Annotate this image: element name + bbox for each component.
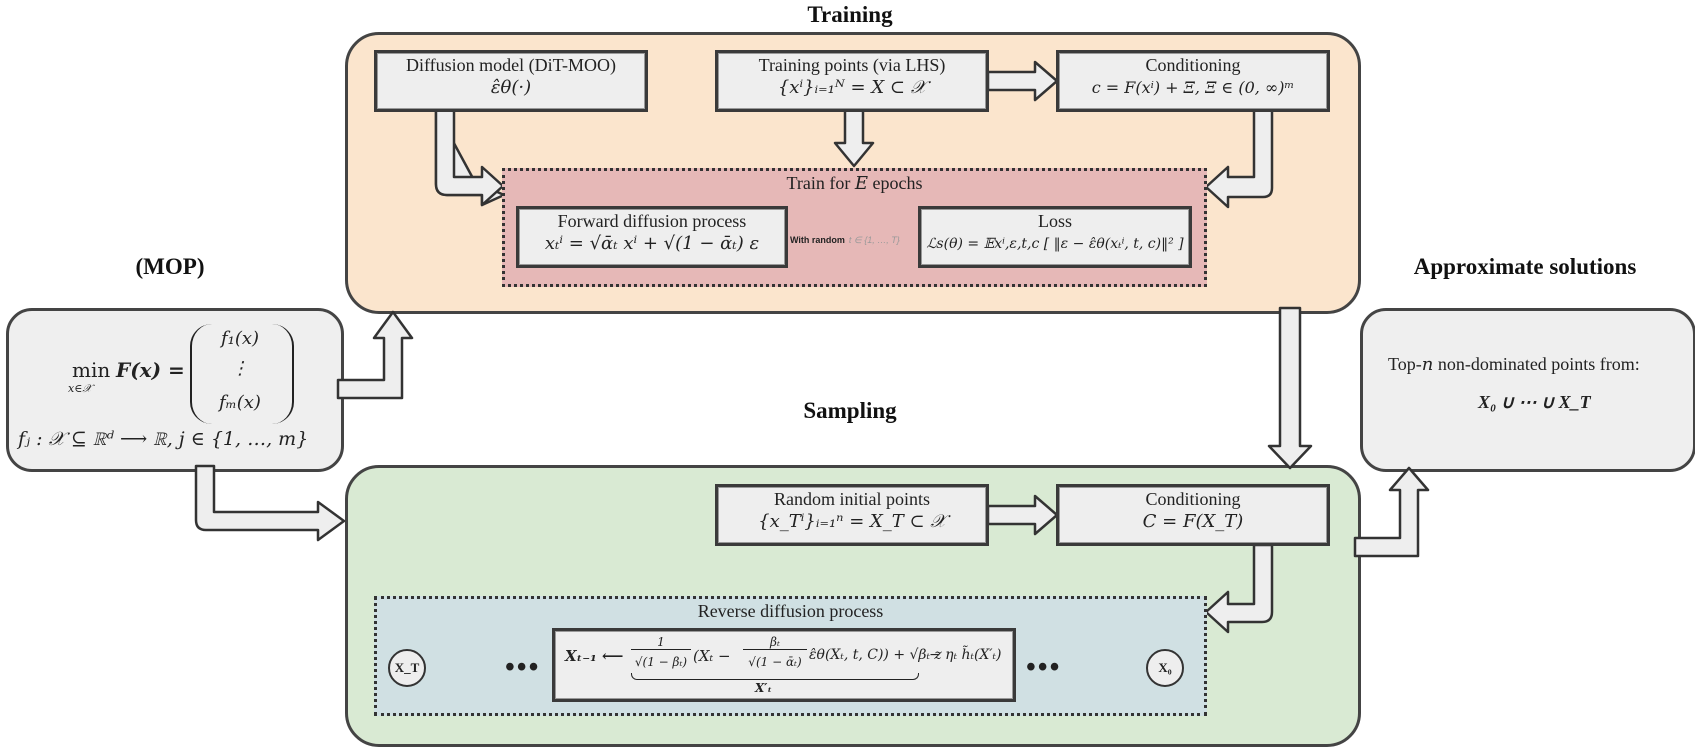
- diffusion-model-formula: ε̂θ(·): [490, 77, 532, 98]
- update-frac1-den: √(1 − βₜ): [634, 655, 688, 669]
- node-xT: X_T: [388, 649, 426, 687]
- update-rest: ε̂θ(Xₜ, t, C)) + √βₜ z: [809, 647, 942, 663]
- mop-vector-bracket: [190, 324, 294, 424]
- training-points-formula: {xⁱ}ᵢ₌₁ᴺ = X ⊂ 𝒳: [777, 77, 927, 98]
- diffusion-model-box: Diffusion model (DiT-MOO) ε̂θ(·): [374, 50, 648, 112]
- train-epochs-title: Train for E epochs: [505, 173, 1204, 194]
- conditioning-train-formula: c = F(xⁱ) + Ξ, Ξ ∈ (0, ∞)ᵐ: [1091, 78, 1295, 97]
- conditioning-train-box: Conditioning c = F(xⁱ) + Ξ, Ξ ∈ (0, ∞)ᵐ: [1056, 50, 1330, 112]
- update-frac2-num: βₜ: [743, 635, 807, 650]
- train-epochs-pre: Train for: [786, 173, 855, 193]
- dots-left: •••: [505, 652, 541, 683]
- mop-F: F(x) =: [116, 358, 185, 382]
- conditioning-sample-box: Conditioning C = F(X_T): [1056, 484, 1330, 546]
- sampling-title: Sampling: [803, 398, 897, 423]
- reverse-update-box: Xₜ₋₁ ⟵ 1 √(1 − βₜ) (Xₜ − βₜ √(1 − ᾱₜ) ε̂…: [552, 628, 1016, 702]
- mop-vector-f1: f₁(x): [220, 328, 260, 349]
- random-initial-title: Random initial points: [774, 489, 930, 509]
- forward-diffusion-box: Forward diffusion process xₜⁱ = √ᾱₜ xⁱ +…: [516, 206, 788, 268]
- update-tail: − ηₜ h̃ₜ(X′ₜ): [929, 647, 1002, 663]
- random-initial-formula: {x_Tⁱ}ᵢ₌₁ⁿ = X_T ⊂ 𝒳: [758, 511, 946, 532]
- with-random-label: With random t ∈ {1, …, T}: [790, 230, 900, 248]
- train-epochs-var: E: [854, 173, 868, 194]
- approx-panel: [1360, 308, 1695, 472]
- loss-title: Loss: [1037, 211, 1072, 231]
- approx-formula: X₀ ∪ ⋯ ∪ X_T: [1478, 392, 1591, 412]
- loss-box: Loss ℒs(θ) = 𝔼xⁱ,ε,t,c [ ‖ε − ε̂θ(xₜⁱ, t…: [918, 206, 1192, 268]
- update-underbrace: [631, 673, 919, 680]
- training-points-box: Training points (via LHS) {xⁱ}ᵢ₌₁ᴺ = X ⊂…: [715, 50, 989, 112]
- training-points-title: Training points (via LHS): [758, 55, 946, 75]
- mop-title: (MOP): [135, 254, 205, 279]
- conditioning-train-title: Conditioning: [1145, 55, 1241, 75]
- mop-vector-dots: ⋮: [231, 358, 249, 379]
- mop-constraint: fⱼ : 𝒳 ⊆ ℝᵈ ⟶ ℝ, j ∈ {1, …, m}: [18, 428, 309, 450]
- reverse-diffusion-title: Reverse diffusion process: [697, 601, 884, 621]
- mop-min: min: [72, 358, 111, 382]
- mop-min-sub: x∈𝒳: [68, 382, 92, 395]
- forward-diffusion-title: Forward diffusion process: [557, 211, 747, 231]
- conditioning-sample-formula: C = F(X_T): [1142, 511, 1244, 532]
- mop-vector-fm: fₘ(x): [219, 392, 261, 413]
- approx-text-var: n: [1421, 354, 1434, 375]
- dots-right: •••: [1026, 652, 1062, 683]
- conditioning-sample-title: Conditioning: [1145, 489, 1241, 509]
- update-frac1-num: 1: [631, 635, 691, 650]
- diffusion-model-title: Diffusion model (DiT-MOO): [406, 55, 616, 75]
- node-x0: X₀: [1146, 649, 1184, 687]
- train-epochs-post: epochs: [868, 173, 923, 193]
- approx-text-pre: Top-: [1388, 354, 1422, 374]
- random-initial-box: Random initial points {x_Tⁱ}ᵢ₌₁ⁿ = X_T ⊂…: [715, 484, 989, 546]
- loss-formula: ℒs(θ) = 𝔼xⁱ,ε,t,c [ ‖ε − ε̂θ(xₜⁱ, t, c)‖…: [926, 236, 1184, 252]
- approx-text: Top-n non-dominated points from:: [1388, 354, 1678, 375]
- update-lhs: Xₜ₋₁ ⟵: [565, 647, 624, 665]
- update-underbrace-label: X′ₜ: [755, 681, 772, 695]
- with-random-formula: t ∈ {1, …, T}: [848, 235, 900, 245]
- update-mid: (Xₜ −: [693, 647, 731, 665]
- forward-diffusion-formula: xₜⁱ = √ᾱₜ xⁱ + √(1 − ᾱₜ) ε: [544, 233, 760, 254]
- training-title: Training: [807, 2, 893, 27]
- mop-objective: min x∈𝒳 F(x) = f₁(x) ⋮ fₘ(x): [68, 324, 294, 424]
- approx-title: Approximate solutions: [1413, 254, 1637, 279]
- update-frac2-den: √(1 − ᾱₜ): [748, 655, 802, 669]
- with-random-text: With random: [790, 235, 845, 245]
- approx-text-post: non-dominated points from:: [1433, 354, 1640, 374]
